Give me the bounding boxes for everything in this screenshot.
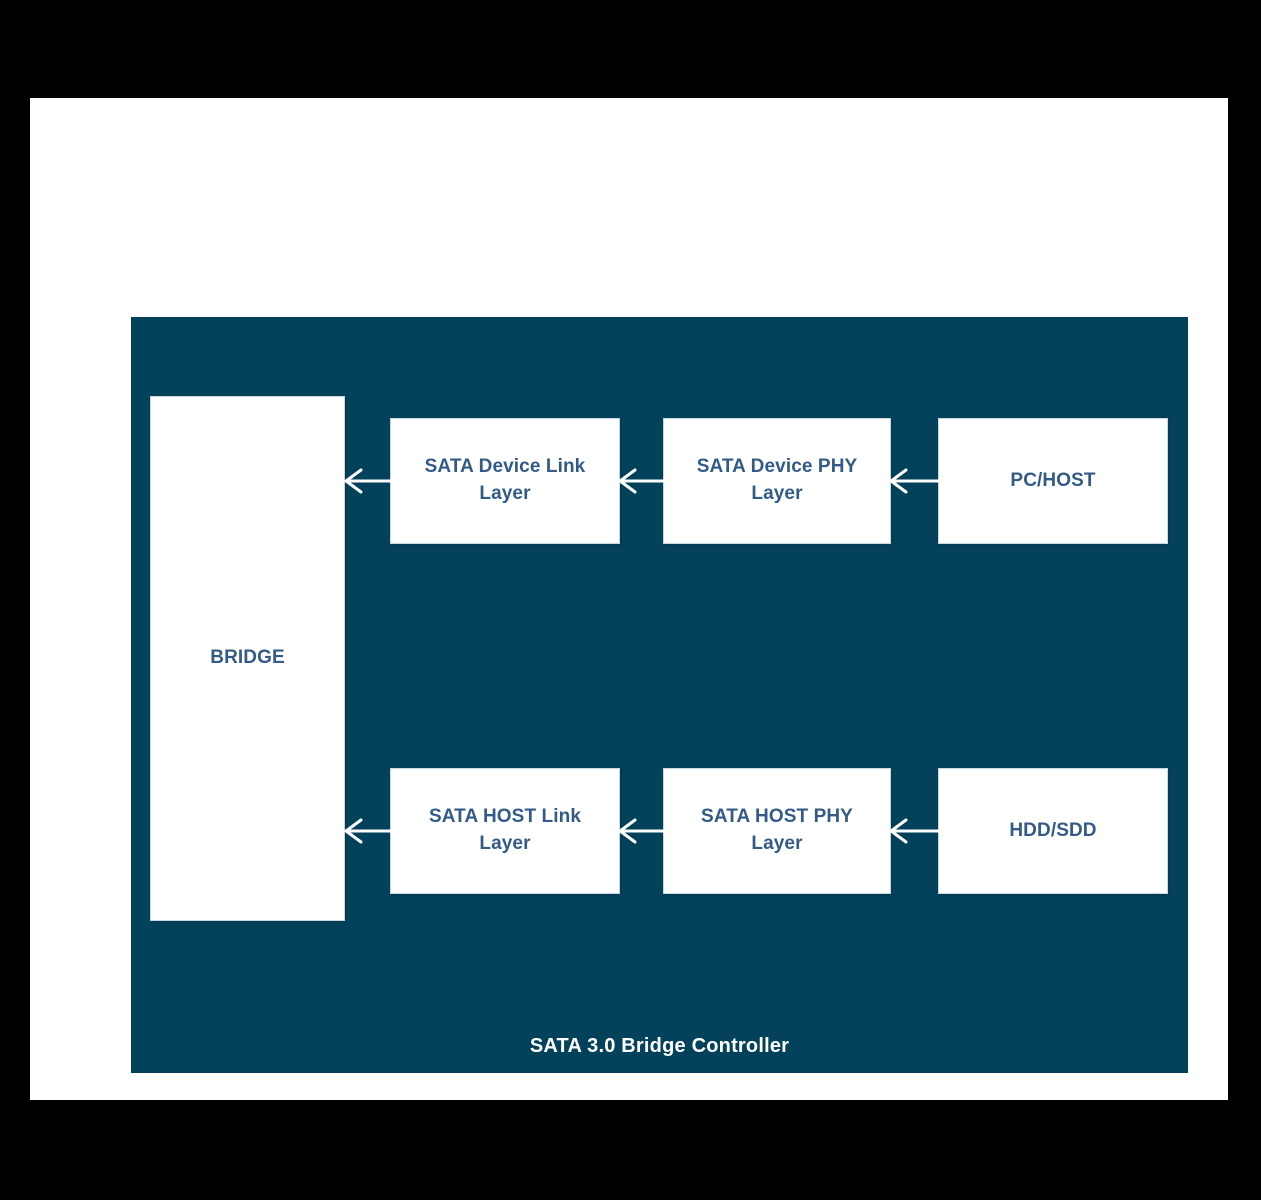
arrow-left-icon-hdd-sdd-to-host-phy — [888, 816, 941, 846]
block-sata-device-phy-layer[interactable]: SATA Device PHY Layer — [663, 418, 891, 544]
arrow-left-icon-device-phy-to-device-link — [617, 466, 666, 496]
block-pc-host-label: PC/HOST — [1010, 469, 1096, 491]
panel-caption: SATA 3.0 Bridge Controller — [529, 1035, 790, 1057]
arrow-left-icon-pc-host-to-device-phy — [888, 466, 941, 496]
block-bridge-label: BRIDGE — [210, 647, 285, 669]
arrow-left-icon-host-link-to-bridge — [343, 816, 393, 846]
block-hdd-sdd-label: HDD/SDD — [1009, 819, 1097, 841]
block-sata-device-phy-layer-label: SATA Device PHY Layer — [696, 456, 858, 504]
block-bridge[interactable]: BRIDGE — [150, 396, 345, 921]
page-sheet: BRIDGE SATA Device Link Layer SATA Devic… — [30, 98, 1228, 1100]
block-sata-host-link-layer-label: SATA HOST Link Layer — [429, 806, 581, 854]
block-sata-host-link-layer[interactable]: SATA HOST Link Layer — [390, 768, 620, 894]
block-hdd-sdd[interactable]: HDD/SDD — [938, 768, 1168, 894]
block-sata-device-link-layer-label: SATA Device Link Layer — [424, 456, 586, 504]
block-sata-device-link-layer[interactable]: SATA Device Link Layer — [390, 418, 620, 544]
block-sata-host-phy-layer[interactable]: SATA HOST PHY Layer — [663, 768, 891, 894]
arrow-left-icon-device-link-to-bridge — [343, 466, 393, 496]
arrow-left-icon-host-phy-to-host-link — [617, 816, 666, 846]
block-pc-host[interactable]: PC/HOST — [938, 418, 1168, 544]
block-sata-host-phy-layer-label: SATA HOST PHY Layer — [701, 806, 853, 854]
